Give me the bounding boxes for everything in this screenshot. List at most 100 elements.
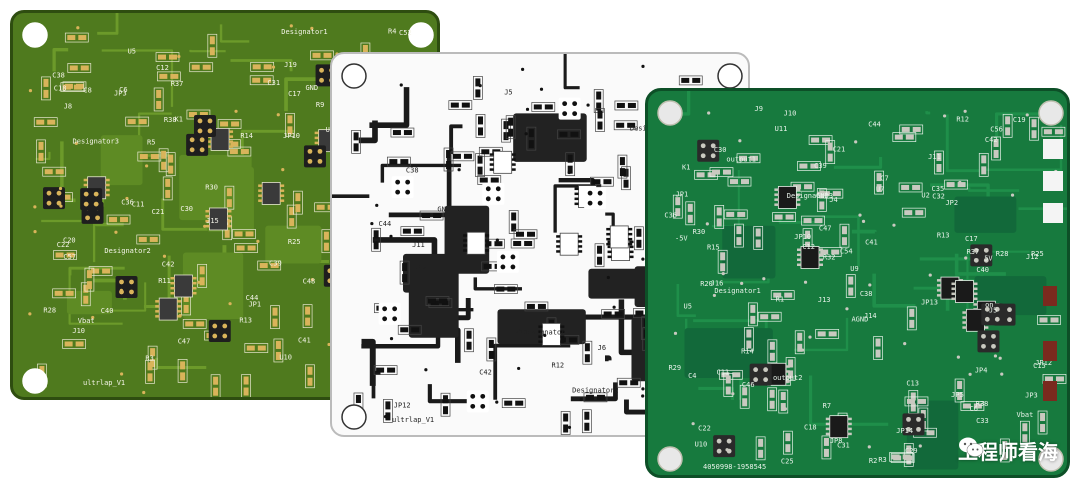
silkscreen-label: C22 [57,241,70,249]
via [567,425,572,429]
ic-pin [258,184,263,187]
silkscreen-label: U9 [850,265,858,273]
smd-pad [433,213,442,219]
silkscreen-label: U11 [775,125,788,133]
mounting-hole [341,404,367,430]
via [612,305,616,309]
pin-hole [207,118,213,124]
smd-pad [716,218,722,227]
silkscreen-label: JP1 [248,301,261,309]
silkscreen-label: C42 [985,136,998,144]
smd-pad [165,178,171,187]
ic-pin [227,209,232,213]
component-outline [801,215,825,226]
smd-pad [905,134,914,140]
silkscreen-label: Designator3 [787,192,833,200]
silkscreen-label: U10 [695,441,708,449]
smd-pad [183,293,189,302]
smd-pad [716,207,722,216]
component-outline [890,453,915,463]
mounting-hole [1038,100,1064,126]
smd-pad [993,149,999,158]
ic-pin [847,417,852,421]
smd-pad [234,231,243,237]
smd-pad [799,163,808,169]
trace [284,77,323,112]
pin-header [186,133,209,156]
component-outline [207,33,218,58]
smd-pad [692,77,701,83]
ic-pin [936,289,941,292]
smd-pad [150,154,159,160]
smd-pad [385,412,391,421]
trace [954,253,1006,276]
ic-pin [170,286,175,290]
smd-pad [725,375,731,384]
component-outline [634,226,644,251]
smd-pad [736,226,742,235]
smd-pad [732,372,741,378]
smd-pad [750,155,759,161]
ic-pin [485,234,490,237]
ic-pin [936,294,941,297]
component-outline [873,336,883,360]
silkscreen-label: JP1 [676,190,689,198]
component-outline [373,365,398,375]
silkscreen-label: output2 [773,374,803,382]
component-outline [53,250,77,260]
trace [821,215,860,267]
smd-pad [54,290,63,296]
pin-hole [189,147,195,153]
smd-pad [139,154,148,160]
ic-pin [205,224,210,228]
smd-pad [180,361,186,370]
pin-hole [906,416,911,422]
silkscreen-label: C48 [303,278,316,286]
ic-pin [818,248,823,252]
smd-pad [516,231,525,237]
component-outline [797,161,821,171]
component-outline [678,75,703,86]
component-outline [783,430,793,455]
silkscreen-label: C42 [479,368,492,376]
smd-pad [1002,451,1008,460]
component-outline [162,176,173,201]
pin-hole [197,118,203,124]
smd-pad [746,340,752,349]
smd-pad [149,236,158,242]
smd-pad [750,304,756,313]
smd-pad [1040,424,1046,433]
via [517,366,521,371]
smd-pad [559,131,568,137]
component-outline [744,327,754,351]
ic-pin [818,258,823,262]
ic-pin [511,158,516,161]
pin-header [115,275,138,298]
smd-pad [597,121,603,130]
component-outline [244,343,269,353]
smd-pad [788,359,794,368]
pin-hole [382,306,388,312]
ic-package [209,207,228,231]
smd-pad [675,208,681,217]
ic-package [174,274,193,298]
smd-pad [592,179,601,185]
via [524,132,528,136]
component-outline [583,392,608,403]
smd-pad [788,370,794,379]
via [424,368,428,372]
via [59,204,63,208]
smd-pad [936,153,942,162]
ic-pin [774,193,779,196]
ic-pin [774,188,779,191]
via [958,180,962,185]
pin-hole [991,333,996,339]
component-outline [714,205,725,229]
ic-pin [628,242,633,246]
pin-hole [85,215,90,221]
via [942,114,947,118]
smd-pad [981,166,987,175]
ic-pin [574,197,579,201]
smd-pad [257,345,266,351]
silkscreen-label: R5 [147,139,155,147]
